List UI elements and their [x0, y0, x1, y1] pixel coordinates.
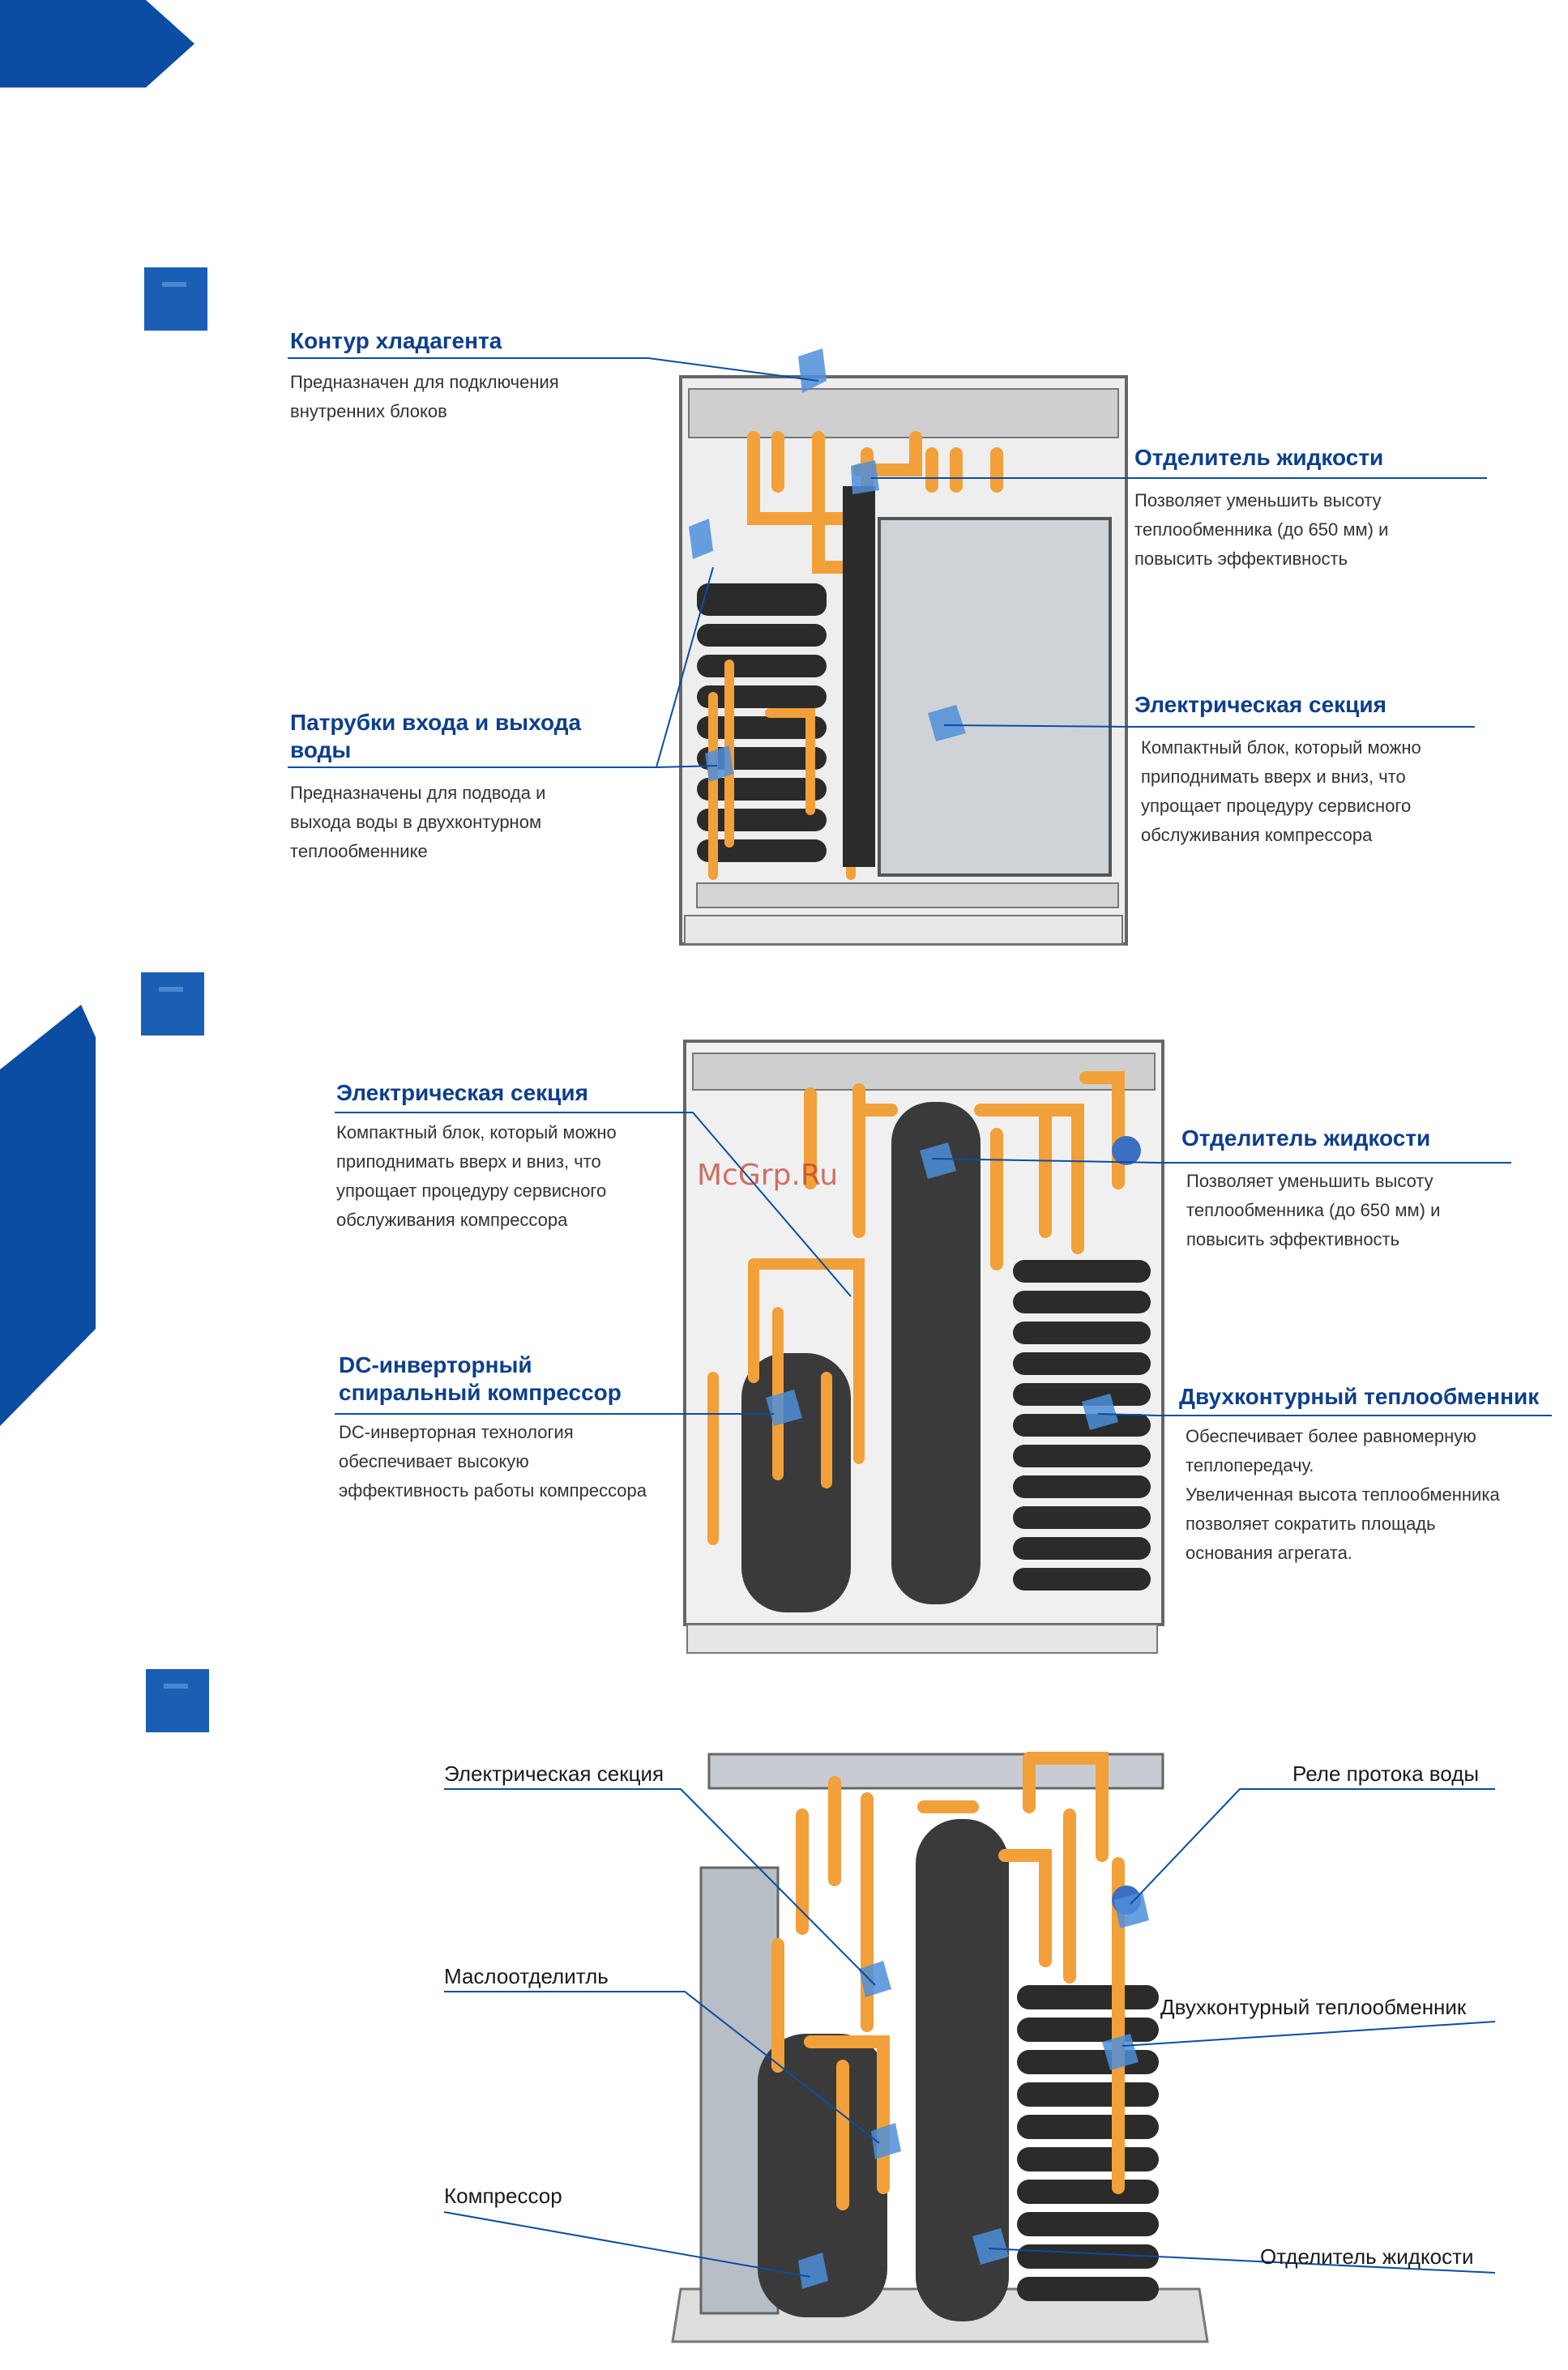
water-pipes-title: Патрубки входа и выхода воды	[290, 710, 582, 762]
label-liquid-separator-3: Отделитель жидкости	[1260, 2244, 1474, 2269]
heat-exchanger-title: Двухконтурный теплообменник	[1179, 1384, 1540, 1409]
electric-section-desc: Компактный блок, который можно приподним…	[336, 1122, 617, 1230]
electric-section-desc: Компактный блок, который можно приподним…	[1141, 737, 1421, 845]
callout-water-pipes: Патрубки входа и выхода воды Предназначе…	[290, 709, 581, 866]
callout-heat-exchanger-2: Двухконтурный теплообменник Обеспечивает…	[1179, 1383, 1539, 1568]
electric-box-1	[878, 517, 1112, 877]
compressor-desc: DC-инверторная технология обеспечивает в…	[339, 1422, 647, 1501]
electric-section-title: Электрическая секция	[1134, 692, 1386, 717]
section-marker-1	[144, 267, 207, 331]
callout-liquid-separator-2: Отделитель жидкости Позволяет уменьшить …	[1181, 1125, 1440, 1254]
label-water-flow-relay: Реле протока воды	[1292, 1761, 1480, 1786]
unit-illustration-2	[683, 1040, 1164, 1654]
label-electric-section-3: Электрическая секция	[444, 1761, 664, 1786]
liquid-separator-desc: Позволяет уменьшить высоту теплообменник…	[1134, 490, 1389, 569]
section-marker-2	[141, 972, 204, 1036]
liquid-separator-desc: Позволяет уменьшить высоту теплообменник…	[1186, 1171, 1441, 1249]
compressor-shell-2	[741, 1353, 851, 1612]
liquid-separator-title: Отделитель жидкости	[1134, 445, 1384, 470]
callout-compressor-2: DC-инверторный спиральный компрессор DC-…	[339, 1352, 647, 1505]
electric-section-title: Электрическая секция	[336, 1080, 588, 1105]
label-compressor-3: Компрессор	[444, 2184, 562, 2208]
liquid-separator-shell-3	[916, 1819, 1009, 2321]
compressor-shell-3	[758, 2034, 887, 2317]
unit-illustration-1	[679, 348, 1128, 946]
callout-liquid-separator-1: Отделитель жидкости Позволяет уменьшить …	[1134, 444, 1388, 574]
section-marker-3	[146, 1669, 209, 1732]
unit-illustration-3	[671, 1752, 1209, 2343]
label-heat-exchanger-3: Двухконтурный теплообменник	[1160, 1995, 1467, 2019]
callout-electric-section-1: Электрическая секция Компактный блок, ко…	[1134, 691, 1421, 850]
callout-electric-section-2: Электрическая секция Компактный блок, ко…	[336, 1079, 617, 1235]
liquid-separator-title: Отделитель жидкости	[1181, 1125, 1431, 1151]
refrigerant-circuit-desc: Предназначен для подключения внутренних …	[290, 372, 559, 421]
refrigerant-circuit-title: Контур хладагента	[290, 328, 502, 353]
compressor-title: DC-инверторный спиральный компрессор	[339, 1352, 622, 1405]
watermark: McGrp.Ru	[697, 1159, 839, 1192]
liquid-separator-shell-2	[891, 1102, 981, 1604]
callout-refrigerant-circuit: Контур хладагента Предназначен для подкл…	[290, 327, 559, 426]
heat-exchanger-desc: Обеспечивает более равномерную теплопере…	[1186, 1426, 1500, 1563]
water-pipes-desc: Предназначены для подвода и выхода воды …	[290, 783, 546, 861]
brand-tab-top	[0, 0, 194, 88]
label-oil-separator: Маслоотделитль	[444, 1964, 609, 1988]
